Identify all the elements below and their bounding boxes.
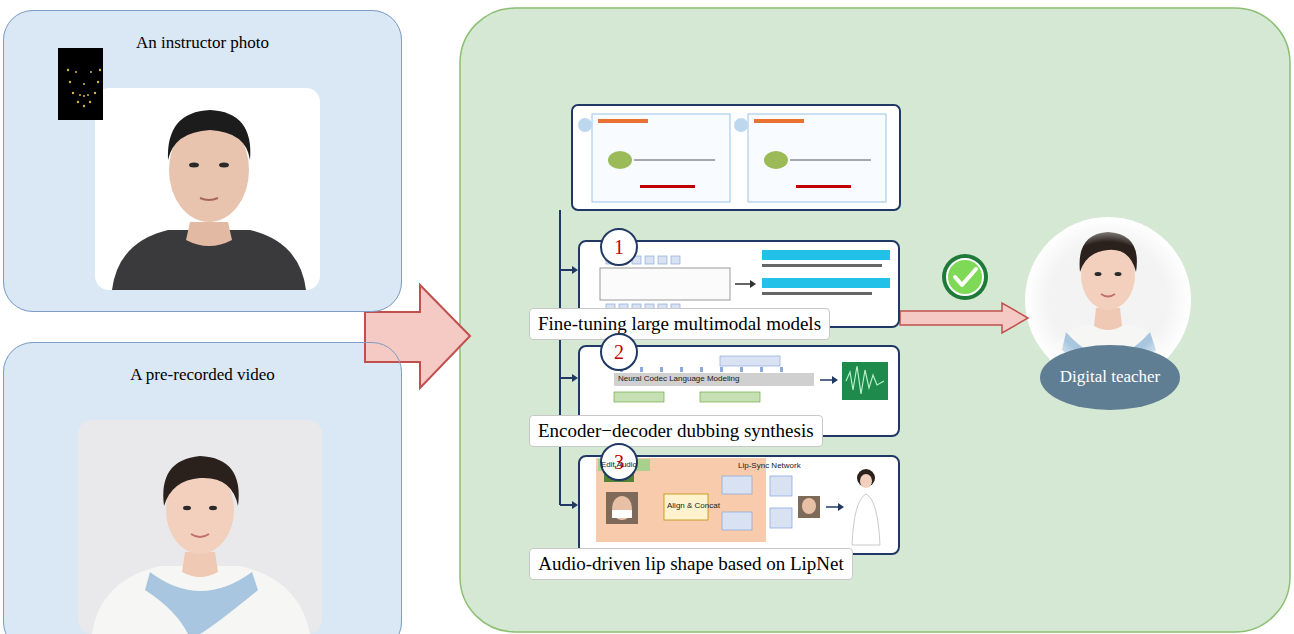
figure-label: Align & Concat xyxy=(667,502,720,510)
instructor-photo xyxy=(58,48,320,290)
figure-label: Lip-Sync Network xyxy=(738,462,801,470)
step-label: Encoder−decoder dubbing synthesis xyxy=(529,415,823,447)
lipsync-figure xyxy=(596,458,880,545)
panel-ground xyxy=(3,342,402,634)
input-panel: A pre-recorded video xyxy=(3,342,402,634)
process-panel xyxy=(460,8,1290,632)
step-label: Fine-tuning large multimodal models xyxy=(529,308,830,340)
flow-arrow xyxy=(900,303,1028,333)
callout-number: 2 xyxy=(600,333,638,371)
block-arrow xyxy=(365,285,470,388)
model-figure xyxy=(600,250,890,312)
codec-figure xyxy=(614,356,888,402)
bracket-line xyxy=(560,210,578,509)
panel-title: An instructor photo xyxy=(4,33,401,53)
output-node: Digital teacher xyxy=(1028,218,1188,412)
figure-label: Edit Audio xyxy=(601,461,637,469)
panel-ground xyxy=(3,10,402,312)
figure-label: Neural Codec Language Modeling xyxy=(618,375,739,383)
callout-number: 1 xyxy=(600,228,638,266)
video-photo xyxy=(78,420,322,634)
input-panel: An instructor photo xyxy=(3,10,402,312)
step-box: 1Fine-tuning large multimodal models xyxy=(578,240,900,328)
step-box: 3Audio-driven lip shape based on LipNet xyxy=(578,455,900,555)
panel-title: A pre-recorded video xyxy=(4,365,401,385)
step-box: 2Encoder−decoder dubbing synthesis xyxy=(578,345,900,437)
slides-thumbnail xyxy=(572,105,900,210)
output-label: Digital teacher xyxy=(1040,345,1180,410)
step-label: Audio-driven lip shape based on LipNet xyxy=(529,548,853,580)
check-icon xyxy=(942,254,988,300)
